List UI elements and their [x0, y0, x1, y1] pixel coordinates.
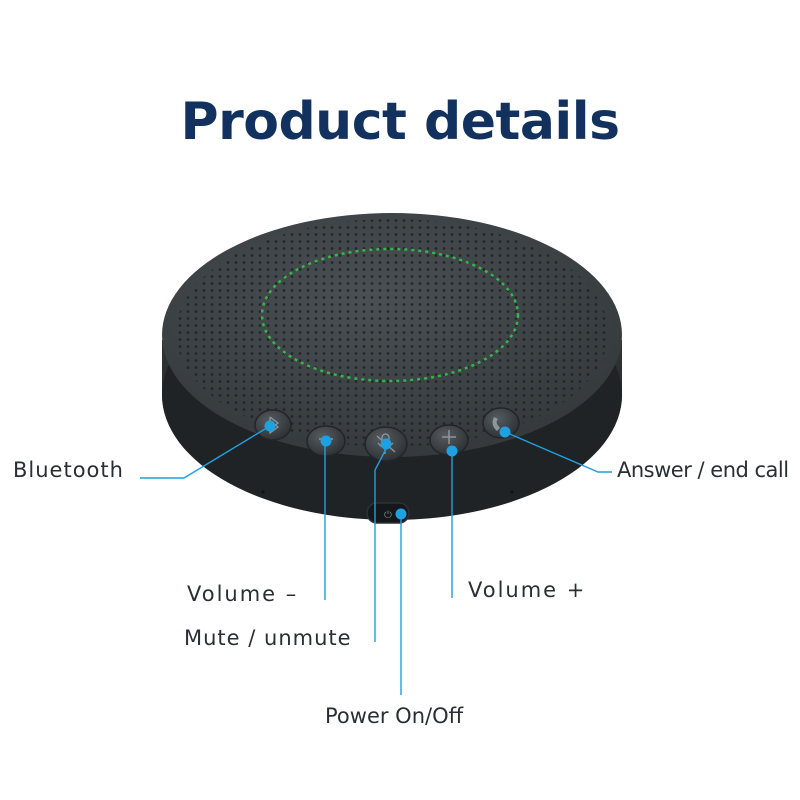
label-bluetooth: Bluetooth — [13, 458, 124, 482]
label-volume-minus: Volume – — [187, 582, 299, 606]
speaker-grille — [176, 219, 608, 447]
callout-lines — [140, 425, 612, 695]
label-volume-plus: Volume + — [468, 578, 587, 602]
label-answer-end-call: Answer / end call — [617, 458, 789, 482]
label-mute-unmute: Mute / unmute — [184, 626, 352, 650]
volume-plus-icon — [442, 430, 456, 444]
callout-dots — [264, 420, 511, 520]
page-title: Product details — [180, 92, 620, 152]
label-power: Power On/Off — [325, 704, 464, 728]
power-icon: ⏻ — [384, 510, 392, 521]
phone-icon — [492, 417, 500, 431]
device-body — [162, 213, 622, 520]
led-ring — [260, 247, 520, 383]
